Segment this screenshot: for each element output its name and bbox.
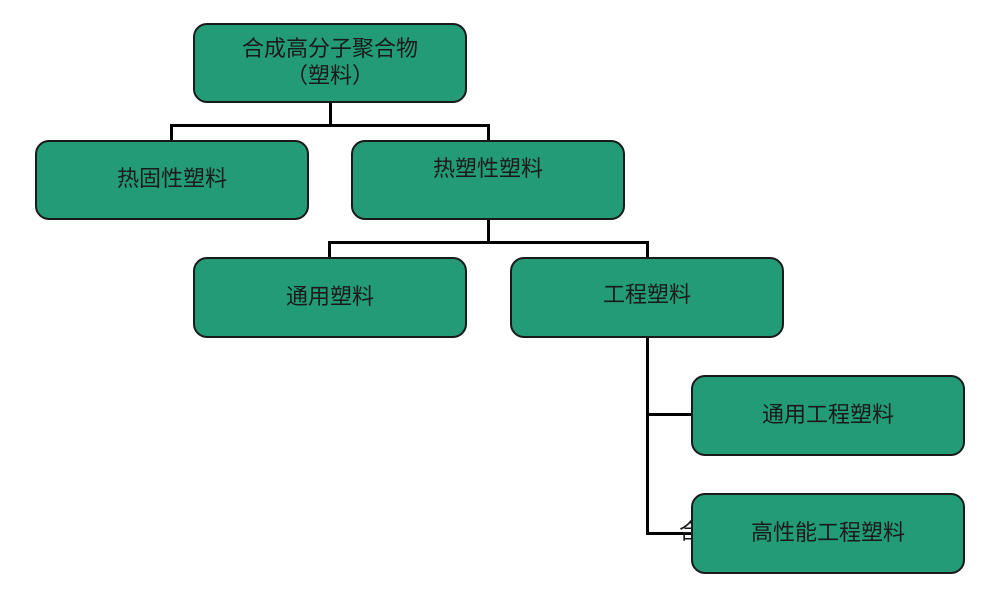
connector-to-high-perf [646,532,694,535]
connector-level2-bar [328,241,649,244]
node-thermoset-plastic: 热固性塑料 [35,140,309,220]
node-engineering-plastic-label: 工程塑料 [602,282,691,308]
node-polymer-root-line2: （塑料） [285,64,374,89]
node-polymer-root-line1: 合成高分子聚合物 [241,36,418,62]
node-general-plastic: 通用塑料 [193,257,467,338]
node-general-engineering-plastic-label: 通用工程塑料 [761,402,894,428]
node-polymer-root: 合成高分子聚合物 （塑料） [193,23,467,103]
connector-thermoplastic-down [487,218,490,244]
connector-to-general-eng [646,413,694,416]
node-high-performance-engineering-plastic: 高性能工程塑料 [691,493,965,574]
connector-to-thermoset [170,124,173,142]
node-general-engineering-plastic: 通用工程塑料 [691,375,965,456]
node-thermoset-plastic-label: 热固性塑料 [116,167,227,193]
node-high-performance-engineering-plastic-label: 高性能工程塑料 [750,520,905,546]
connector-to-engineering [646,241,649,259]
node-engineering-plastic: 工程塑料 [510,257,784,338]
node-thermoplastic: 热塑性塑料 [351,140,625,220]
connector-root-down [329,101,332,127]
connector-to-thermoplastic [487,124,490,142]
connector-to-general [328,241,331,259]
node-thermoplastic-label: 热塑性塑料 [432,157,543,182]
node-general-plastic-label: 通用塑料 [285,284,374,310]
connector-level1-bar [170,124,490,127]
connector-engineering-trunk [646,336,649,535]
